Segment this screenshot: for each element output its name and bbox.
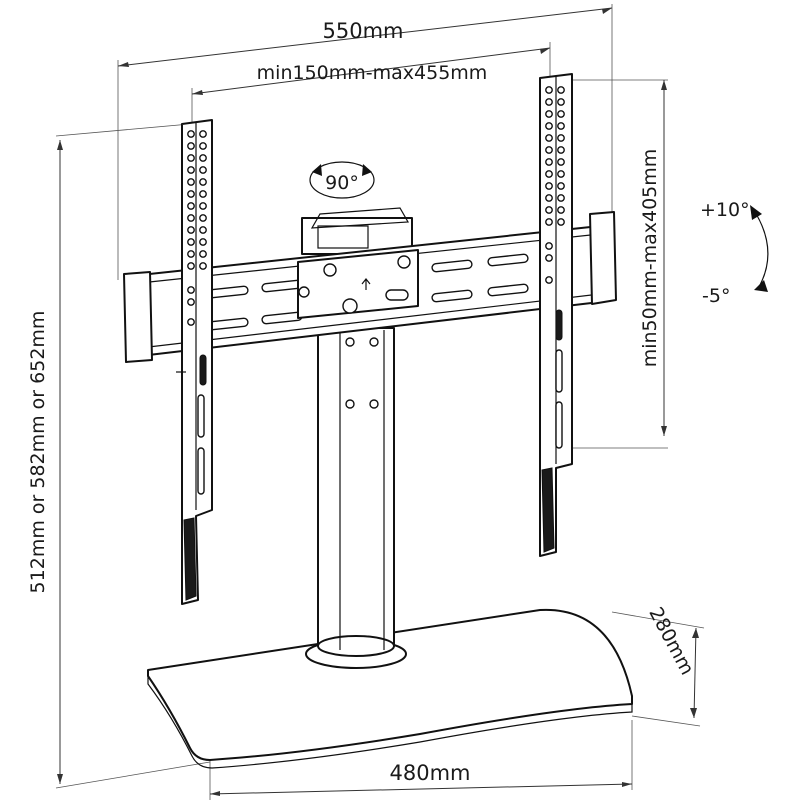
vesa-width-label: min150mm-max455mm <box>257 62 488 84</box>
tilt-head <box>301 207 413 255</box>
base-width-label: 480mm <box>390 761 471 785</box>
support-column <box>305 327 407 669</box>
base-depth-label: 280mm <box>644 604 698 679</box>
dimension-base-width: 480mm <box>209 720 633 800</box>
dimension-height: 512mm or 582mm or 652mm <box>27 123 211 789</box>
rotate-right-icon <box>362 164 372 176</box>
swivel-label: 90° <box>325 172 359 194</box>
dimension-base-depth: 280mm <box>611 604 705 727</box>
height-options-label: 512mm or 582mm or 652mm <box>27 311 49 594</box>
vesa-height-label: min50mm-max405mm <box>639 149 661 368</box>
tilt-up-label: +10° <box>700 199 750 221</box>
up-arrow-icon <box>361 278 371 290</box>
dimension-overall-width: 550mm <box>117 4 613 280</box>
right-bracket <box>539 73 573 557</box>
dimension-vesa-height: min50mm-max405mm <box>572 79 668 449</box>
left-bracket <box>176 119 213 605</box>
tilt-down-label: -5° <box>702 285 730 307</box>
overall-width-label: 550mm <box>323 19 404 43</box>
dimension-vesa-width: min150mm-max455mm <box>191 42 551 125</box>
arrow-down-icon <box>754 280 768 292</box>
rotate-left-icon <box>312 164 322 176</box>
tilt-indicator: +10° -5° <box>700 199 769 307</box>
base-plate <box>147 608 633 769</box>
arrow-up-icon <box>750 205 762 220</box>
mounting-rail <box>123 211 617 363</box>
swivel-indicator: 90° <box>309 161 375 199</box>
